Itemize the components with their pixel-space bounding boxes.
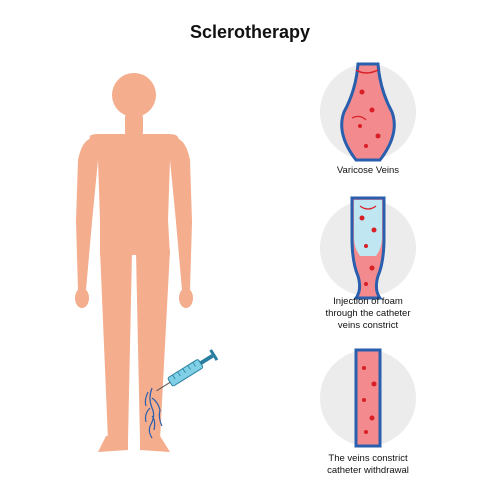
- vein-section-varicose: [320, 62, 416, 162]
- human-silhouette: [75, 73, 193, 452]
- vein-section-foam: [320, 196, 416, 300]
- caption-veins-constrict: The veins constrict catheter withdrawal: [327, 453, 409, 476]
- caption-foam-injection: Injection of foam through the catheter v…: [325, 296, 411, 331]
- vein-section-constricted: [320, 348, 416, 448]
- leg-varicose-veins: [144, 387, 163, 439]
- syringe-icon: [156, 349, 219, 392]
- stock-id: 791099674: [0, 446, 1, 486]
- page-title: Sclerotherapy: [189, 22, 311, 42]
- caption-varicose-veins: Varicose Veins: [336, 165, 400, 176]
